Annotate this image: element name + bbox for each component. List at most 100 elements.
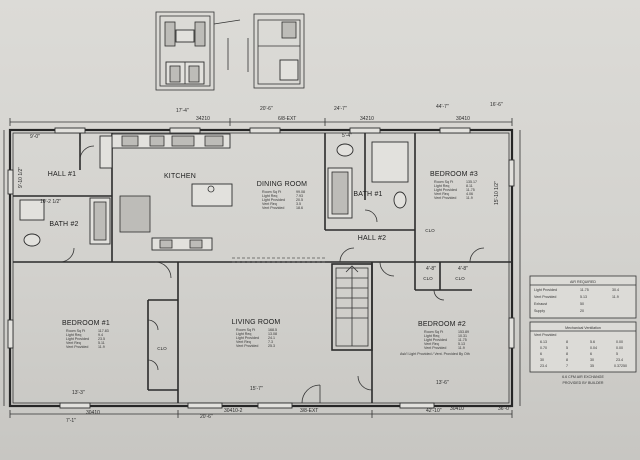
table-cell: 30 — [590, 358, 594, 362]
dimension-lines — [3, 118, 521, 418]
dim-label: 34210 — [196, 116, 210, 122]
dim-label: 20'-6" — [200, 414, 213, 420]
dim-label: 15'-7" — [250, 386, 263, 392]
room-label-hall1: HALL #1 — [48, 171, 76, 178]
cased-opening — [232, 257, 326, 263]
stat-value: 7.93 — [296, 194, 303, 198]
stat-label: Room Sq Ft — [434, 180, 453, 184]
stats-bedroom1: Room Sq Ft Light Req Light Provided Vent… — [66, 329, 109, 349]
stat-value: 11.9 — [466, 196, 473, 200]
table-cell: 50 — [580, 302, 584, 306]
stat-value: 11.9 — [458, 346, 465, 350]
table-cell: 23.4 — [540, 364, 547, 368]
table-cell: 23.4 — [616, 358, 623, 362]
stat-label: Light Provided — [66, 337, 89, 341]
dim-label: 4'-8" — [458, 266, 468, 272]
closet-label: CLO — [425, 228, 435, 233]
closet-label: CLO — [157, 346, 167, 351]
stat-value: 25.3 — [268, 344, 275, 348]
table-cell: Vent Provided — [534, 295, 556, 299]
table-cell: 20 — [580, 309, 584, 313]
dim-label: 4'-8" — [426, 266, 436, 272]
stat-label: Vent Req — [434, 192, 449, 196]
cfm-note: 6.6 CFM AIR EXCHANGE — [562, 375, 604, 379]
dim-label: 24'-7" — [334, 106, 347, 112]
table-head: Vent Provided — [534, 333, 556, 337]
table-cell: Supply — [534, 309, 545, 313]
stat-value: 11.9 — [98, 345, 105, 349]
dim-label: 20'-6" — [260, 106, 273, 112]
table-cell: Light Provided — [534, 288, 557, 292]
stat-label: Light Req — [434, 184, 449, 188]
stat-value: 11.75 — [458, 338, 467, 342]
ext-door-label: 3/8-EXT — [300, 408, 318, 414]
table-cell: 7 — [566, 364, 568, 368]
dim-label: 17'-4" — [176, 108, 189, 114]
table-cell: Exhaust — [534, 302, 547, 306]
closet-label: CLO — [423, 276, 433, 281]
stat-label: Light Provided — [262, 198, 285, 202]
room-label-kitchen: KITCHEN — [164, 173, 196, 180]
dim-label: 9'-10 1/2" — [18, 167, 24, 188]
kitchen-fixtures — [111, 133, 233, 251]
stat-label: Light Provided — [424, 338, 447, 342]
stat-label: Vent Req — [424, 342, 439, 346]
builder-note: PROVIDED BY BUILDER — [562, 381, 603, 385]
stat-label: Vent Provided — [66, 345, 88, 349]
table-cell: 6 — [590, 352, 592, 356]
table-cell: 5.13 — [580, 295, 587, 299]
stat-value: 5.13 — [458, 342, 465, 346]
air-required-table: AIR REQUIRED Light Provided 11.75 30.4 V… — [529, 275, 637, 319]
stat-label: Light Provided — [236, 336, 259, 340]
stat-label: Room Sq Ft — [262, 190, 281, 194]
room-label-dining: DINING ROOM — [257, 181, 307, 188]
room-label-bedroom2: BEDROOM #2 — [418, 321, 466, 328]
stat-label: Vent Provided — [424, 346, 446, 350]
stat-label: Vent Req — [262, 202, 277, 206]
room-label-hall2: HALL #2 — [358, 235, 386, 242]
table-cell: 30.4 — [612, 288, 619, 292]
dim-label: 15'-10 1/2" — [494, 181, 500, 205]
stat-label: Light Req — [424, 334, 439, 338]
stairway — [331, 263, 373, 351]
table-cell: 8 — [566, 340, 568, 344]
dim-label: 42'-10" — [426, 408, 442, 414]
stat-value: 135.17 — [466, 180, 477, 184]
stat-value: 10.31 — [458, 334, 467, 338]
stat-value: 99.08 — [296, 190, 305, 194]
stat-label: Vent Req — [66, 341, 81, 345]
stat-value: 117.83 — [98, 329, 109, 333]
dim-label: 34210 — [360, 116, 374, 122]
stat-label: Room Sq Ft — [424, 330, 443, 334]
room-label-bath1: BATH #1 — [353, 191, 382, 198]
dim-label: 7'-1" — [66, 418, 76, 424]
room-label-bedroom3: BEDROOM #3 — [430, 171, 478, 178]
room-label-living: LIVING ROOM — [232, 319, 281, 326]
stat-label: Room Sq Ft — [236, 328, 255, 332]
ext-door-label: 6/8-EXT — [278, 116, 296, 122]
stat-label: Light Req — [236, 332, 251, 336]
elevation-detail-right — [247, 13, 305, 89]
table-cell: 5.6 — [590, 340, 595, 344]
stats-bedroom3: Room Sq Ft Light Req Light Provided Vent… — [434, 180, 477, 200]
stat-value: 23.5 — [98, 337, 105, 341]
table-cell: 0.04 — [590, 346, 597, 350]
table-cell: 0.00 — [616, 340, 623, 344]
table-cell: 6.13 — [540, 340, 547, 344]
table-cell: 8 — [566, 358, 568, 362]
stat-value: 4.06 — [466, 192, 473, 196]
table-title: Mechanical Ventilation — [565, 326, 601, 330]
dim-label: 30410 — [456, 116, 470, 122]
stat-value: 5.11 — [98, 341, 105, 345]
dim-label: 10'-2 1/2" — [40, 199, 61, 205]
stat-value: 11.75 — [466, 188, 475, 192]
stat-value: 3.5 — [296, 202, 301, 206]
dim-label: 30410 — [86, 410, 100, 416]
proviso-note: Ask'l Light Provided / Vent. Provided By… — [400, 352, 470, 356]
table-cell: 0.00 — [616, 346, 623, 350]
stat-label: Vent Provided — [236, 344, 258, 348]
table-cell: 5 — [616, 352, 618, 356]
stat-value: 13.08 — [268, 332, 277, 336]
